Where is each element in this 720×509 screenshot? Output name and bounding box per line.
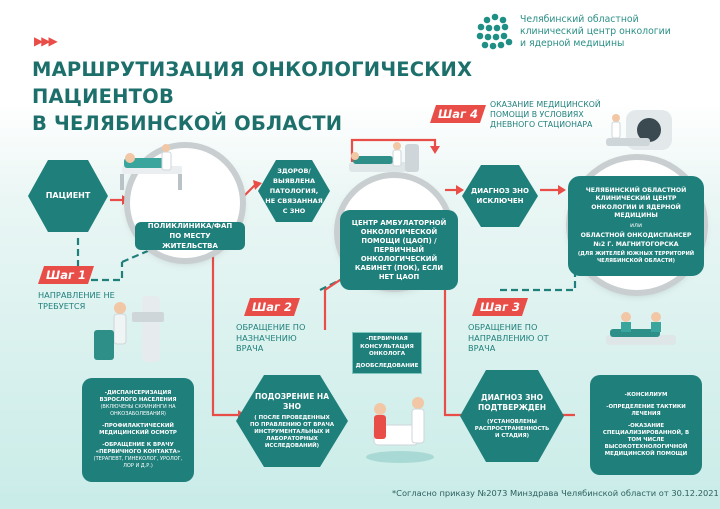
illustration-ct-scanner <box>345 140 425 192</box>
illustration-hospital-bed <box>118 140 190 196</box>
title-line-2: В ЧЕЛЯБИНСКОЙ ОБЛАСТИ <box>32 112 343 135</box>
step-4-text: ОКАЗАНИЕ МЕДИЦИНСКОЙ ПОМОЩИ В УСЛОВИЯХ Д… <box>490 100 601 129</box>
footnote: *Согласно приказу №2073 Минздрава Челяби… <box>392 488 719 498</box>
illustration-mammography <box>92 290 182 370</box>
left-list: -ДИСПАНСЕРИЗАЦИЯ ВЗРОСЛОГО НАСЕЛЕНИЯ(ВКЛ… <box>82 378 194 482</box>
page-title: МАРШРУТИЗАЦИЯ ОНКОЛОГИЧЕСКИХ ПАЦИЕНТОВ В… <box>32 56 592 137</box>
step-1-badge: Шаг 1 <box>38 266 94 284</box>
step-3-badge: Шаг 3 <box>472 298 528 316</box>
node-caop: ЦЕНТР АМБУЛАТОРНОЙ ОНКОЛОГИЧЕСКОЙ ПОМОЩИ… <box>340 210 458 290</box>
illustration-mri <box>606 108 682 158</box>
decor-arrows: ▶▶▶ <box>34 34 58 48</box>
step-2-badge: Шаг 2 <box>244 298 300 316</box>
logo-text: Челябинский областной клинический центр … <box>520 14 671 49</box>
step-1-text: НАПРАВЛЕНИЕ НЕ ТРЕБУЕТСЯ <box>38 290 115 311</box>
consult-box: -ПЕРВИЧНАЯ КОНСУЛЬТАЦИЯ ОНКОЛОГА ДООБСЛЕ… <box>352 332 422 374</box>
node-polyclinic: ПОЛИКЛИНИКА/ФАП ПО МЕСТУ ЖИТЕЛЬСТВА <box>135 222 245 250</box>
illustration-operating <box>596 305 696 365</box>
step-2-text: ОБРАЩЕНИЕ ПО НАЗНАЧЕНИЮ ВРАЧА <box>236 322 306 353</box>
step-3-text: ОБРАЩЕНИЕ ПО НАПРАВЛЕНИЮ ОТ ВРАЧА <box>468 322 549 353</box>
title-line-1: МАРШРУТИЗАЦИЯ ОНКОЛОГИЧЕСКИХ ПАЦИЕНТОВ <box>32 58 473 108</box>
logo-icon <box>476 13 513 50</box>
illustration-consultation <box>360 385 440 465</box>
step-4-badge: Шаг 4 <box>430 105 486 123</box>
right-list: -КОНСИЛИУМ -ОПРЕДЕЛЕНИЕ ТАКТИКИ ЛЕЧЕНИЯ … <box>590 375 702 475</box>
node-center: ЧЕЛЯБИНСКИЙ ОБЛАСТНОЙ КЛИНИЧЕСКИЙ ЦЕНТР … <box>568 176 704 276</box>
